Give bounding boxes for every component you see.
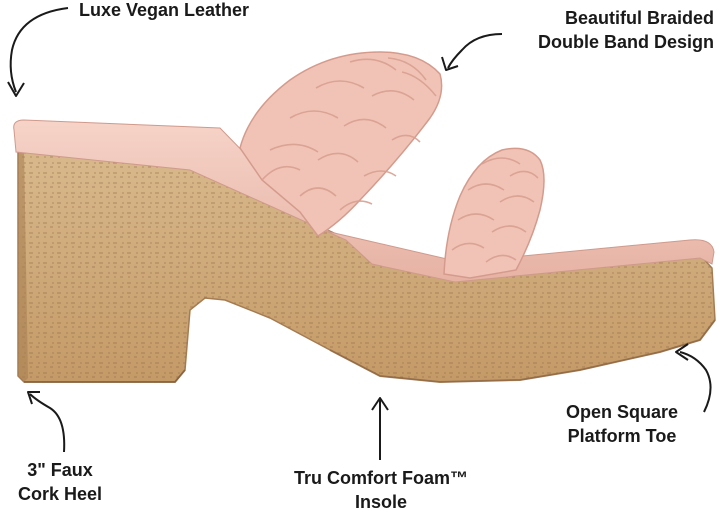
callout-heel: 3" Faux Cork Heel: [6, 458, 114, 506]
callout-braided: Beautiful Braided Double Band Design: [492, 6, 714, 54]
callout-leather-line-1: Luxe Vegan Leather: [79, 0, 250, 20]
braided-strap-front: [443, 147, 545, 279]
callout-toe-line-2: Platform Toe: [567, 426, 677, 446]
callout-leather: Luxe Vegan Leather: [79, 0, 249, 22]
callout-toe-line-1: Open Square: [565, 402, 679, 422]
braided-strap-back: [239, 51, 443, 238]
curved-arrow-icon: [447, 33, 503, 69]
callout-braided-line-1: Beautiful Braided: [564, 8, 714, 28]
callout-insole-line-2: Insole: [354, 492, 407, 512]
callout-insole: Tru Comfort Foam™ Insole: [268, 466, 494, 514]
curved-arrow-icon: [679, 351, 712, 413]
callout-heel-line-1: 3" Faux: [27, 460, 93, 480]
callout-toe: Open Square Platform Toe: [548, 400, 696, 448]
callout-insole-line-1: Tru Comfort Foam™: [294, 468, 468, 488]
curved-arrow-icon: [29, 393, 66, 453]
callout-braided-line-2: Double Band Design: [537, 32, 714, 52]
footbed: [13, 119, 715, 283]
callout-heel-line-2: Cork Heel: [17, 484, 103, 504]
curved-arrow-icon: [9, 7, 69, 93]
